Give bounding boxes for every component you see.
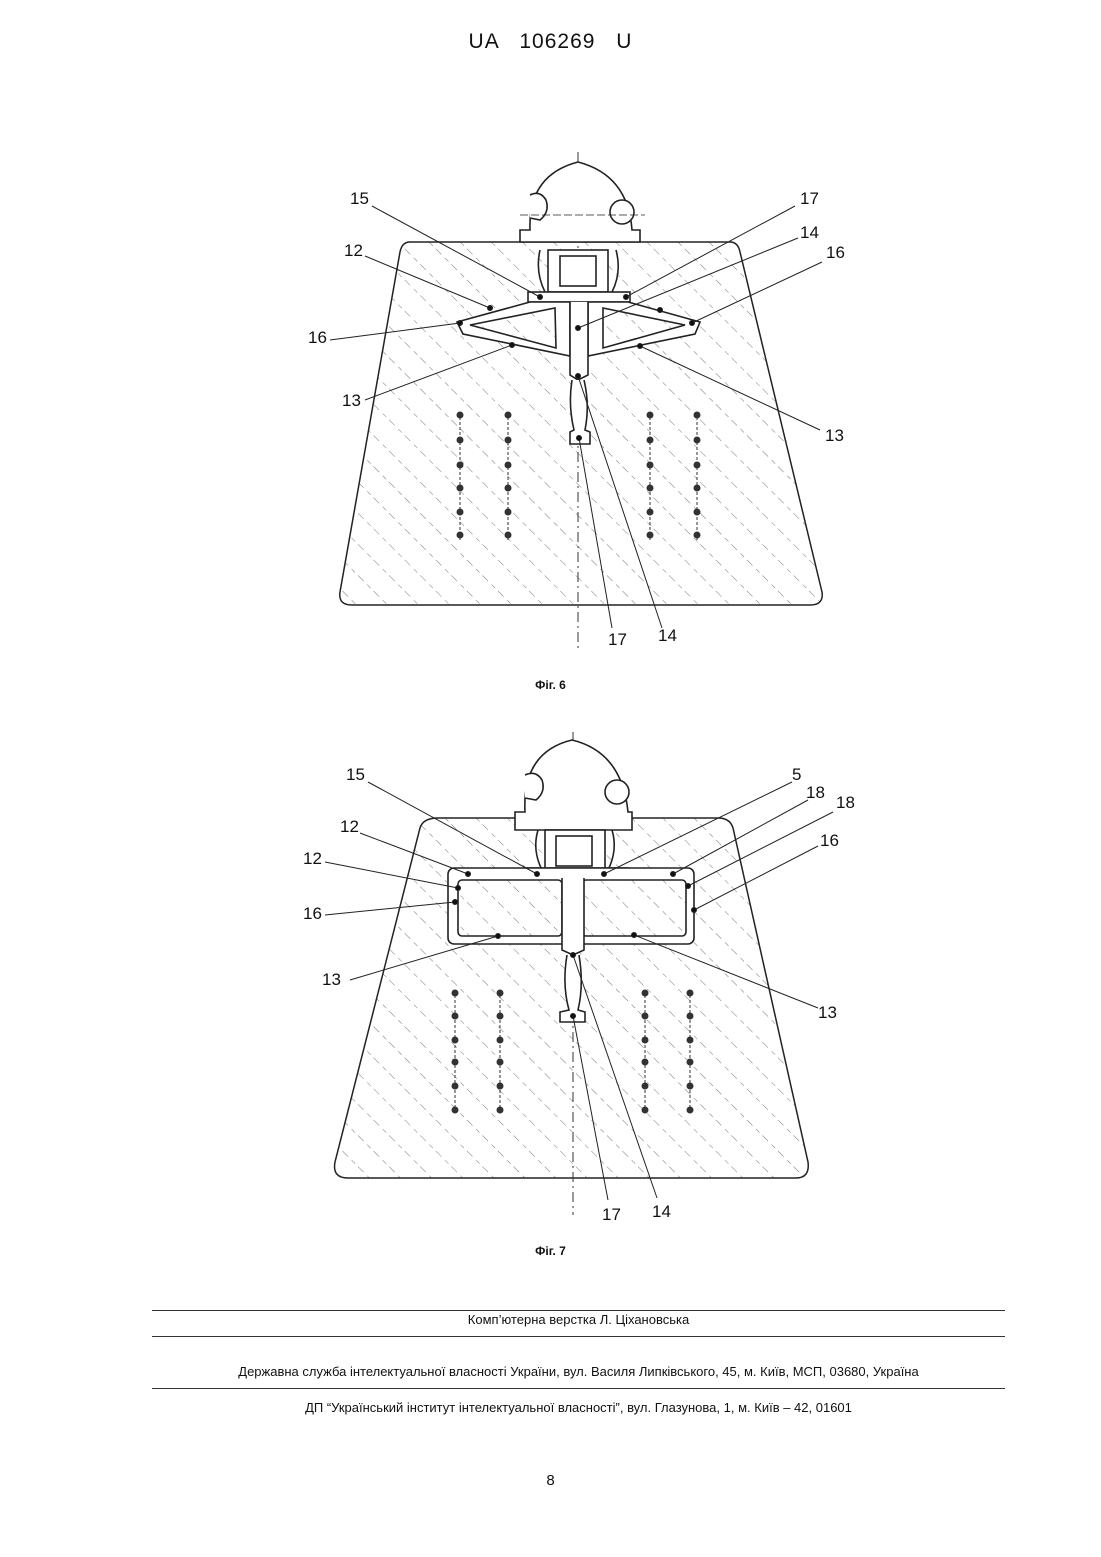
- figure-6-label: 17: [800, 189, 819, 208]
- figure-6-label: 14: [658, 626, 677, 645]
- figure-6-label: 13: [342, 391, 361, 410]
- figure-7-label: 13: [322, 970, 341, 989]
- agency-address: Державна служба інтелектуальної власност…: [152, 1364, 1005, 1379]
- figure-7-label: 12: [303, 849, 322, 868]
- document-number-header: UA 106269 U: [0, 30, 1101, 54]
- figure-7-label: 16: [303, 904, 322, 923]
- figure-7-label: 18: [806, 783, 825, 802]
- footer-rule-bottom: [152, 1388, 1005, 1389]
- figure-6-label: 13: [825, 426, 844, 445]
- layout-credit: Комп’ютерна верстка Л. Ціхановська: [152, 1312, 1005, 1327]
- figure-7-label: 12: [340, 817, 359, 836]
- figure-6-label: 16: [826, 243, 845, 262]
- figure-7-caption: Фіг. 7: [0, 1244, 1101, 1258]
- figure-7-label: 16: [820, 831, 839, 850]
- footer-rule-middle: [152, 1336, 1005, 1337]
- figure-6-label: 16: [308, 328, 327, 347]
- figure-6-label: 12: [344, 241, 363, 260]
- figure-6-caption: Фіг. 6: [0, 678, 1101, 692]
- figure-7-label: 18: [836, 793, 855, 812]
- figure-7-label: 17: [602, 1205, 621, 1224]
- figure-7-drawing: 15 5 12 18 12 18 16 16 13 13 17 14: [0, 720, 1101, 1230]
- figure-6-label: 14: [800, 223, 819, 242]
- figure-6-drawing: 15 17 14 16 12 16 13 13 17 14: [0, 140, 1101, 660]
- figure-7-label: 14: [652, 1202, 671, 1221]
- figure-6-label: 17: [608, 630, 627, 649]
- page-number: 8: [0, 1472, 1101, 1489]
- figure-7-label: 5: [792, 765, 801, 784]
- footer-rule-top: [152, 1310, 1005, 1311]
- institute-address: ДП “Український інститут інтелектуальної…: [152, 1400, 1005, 1415]
- figure-6-label: 15: [350, 189, 369, 208]
- figure-7-label: 13: [818, 1003, 837, 1022]
- figure-7-label: 15: [346, 765, 365, 784]
